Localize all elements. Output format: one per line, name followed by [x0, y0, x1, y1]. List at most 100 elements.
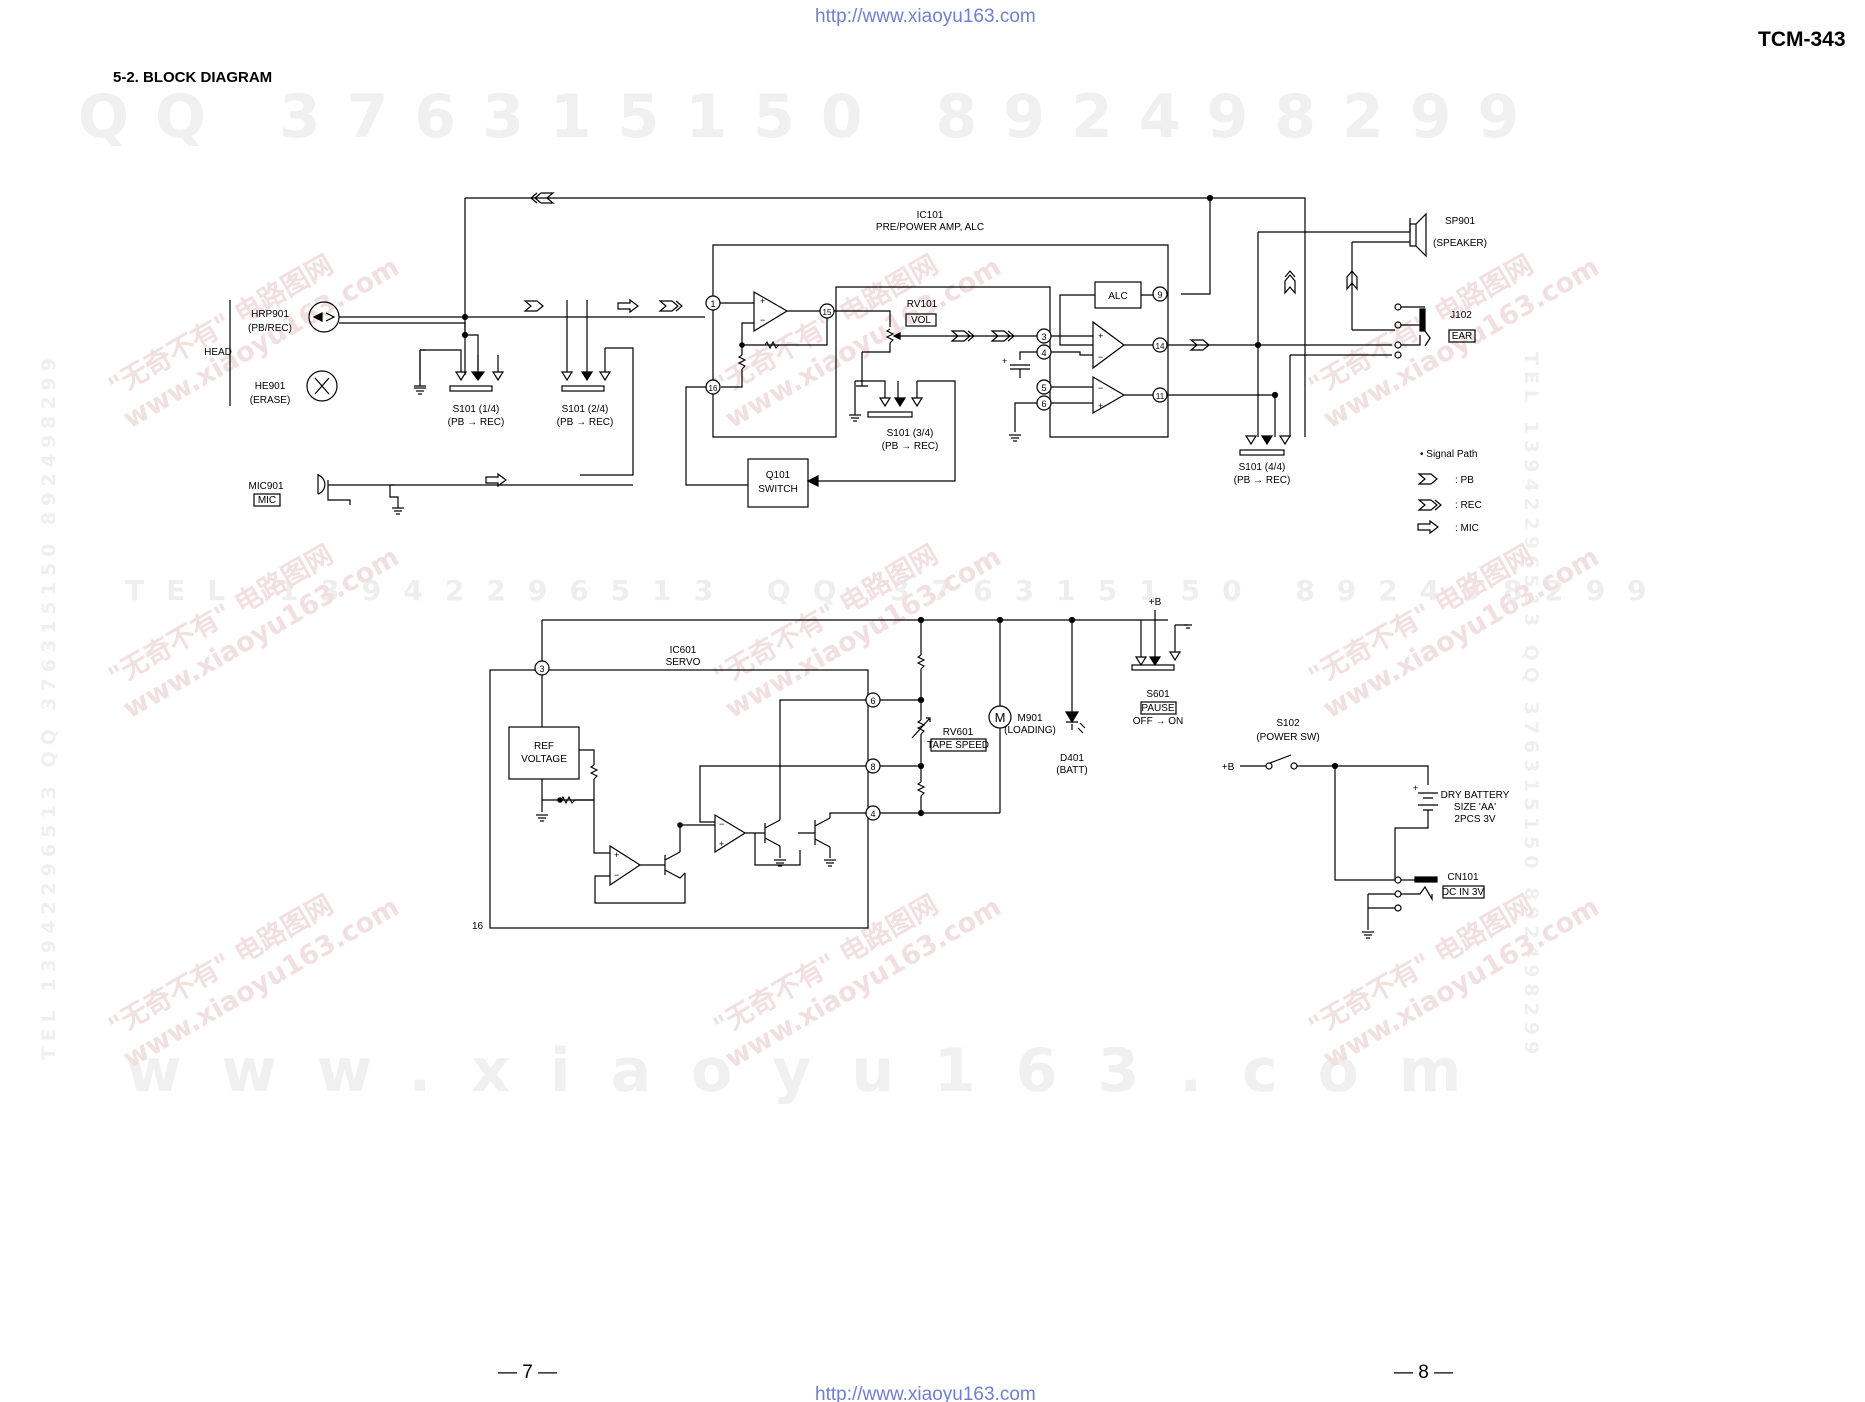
hrp901-label: HRP901	[251, 309, 289, 320]
s601-tag-box	[1140, 701, 1177, 715]
cn101-tag: DC IN 3V	[1442, 887, 1485, 898]
svg-text:−: −	[1098, 352, 1103, 362]
ref-voltage-block	[508, 726, 580, 780]
ref-voltage-line2: VOLTAGE	[521, 754, 567, 765]
battery-line1: DRY BATTERY	[1441, 790, 1510, 801]
d401-desc: (BATT)	[1056, 765, 1087, 776]
svg-text:15: 15	[823, 308, 832, 317]
svg-text:−: −	[760, 315, 765, 325]
servo-opamp-a	[609, 844, 642, 887]
cn101-jack-symbol	[1367, 876, 1438, 930]
legend-rec: : REC	[1455, 500, 1482, 511]
s101-3-desc: (PB → REC)	[882, 441, 939, 452]
svg-text:6: 6	[1041, 399, 1046, 409]
speaker-wiring	[1351, 218, 1411, 330]
rv101-label: RV101	[907, 299, 938, 310]
head-return	[339, 322, 479, 370]
alc-line	[1059, 294, 1095, 338]
s601-switch	[1131, 624, 1192, 671]
watermark-tel: TEL 13942296513 QQ 376315150 892498299	[125, 574, 1669, 607]
s102-switch	[1265, 762, 1273, 770]
q101-desc: SWITCH	[758, 484, 797, 495]
battery-line2: SIZE 'AA'	[1454, 802, 1496, 813]
ic601-block	[489, 669, 869, 929]
svg-text:+: +	[719, 839, 724, 849]
ic101-desc: PRE/POWER AMP, ALC	[876, 222, 984, 233]
s601-desc: OFF → ON	[1133, 716, 1184, 727]
svg-text:3: 3	[1041, 332, 1046, 342]
j102-jack-symbol	[1352, 303, 1431, 359]
watermark-site: www.xiaoyu163.com	[126, 1036, 1502, 1106]
s102-label: S102	[1276, 718, 1300, 729]
s101-2-switch	[560, 300, 634, 476]
he901-label: HE901	[255, 381, 286, 392]
cn101-label: CN101	[1447, 872, 1479, 883]
mic-line	[327, 480, 633, 486]
sp901-desc: (SPEAKER)	[1433, 238, 1487, 249]
svg-text:11: 11	[1156, 392, 1165, 401]
top-url-link[interactable]: http://www.xiaoyu163.com	[815, 6, 1036, 27]
svg-text:14: 14	[1156, 342, 1165, 351]
head-label: HEAD	[204, 347, 232, 358]
svg-text:−: −	[1098, 383, 1103, 393]
mic901-tag-box	[253, 493, 281, 507]
opamp-1	[753, 290, 789, 333]
battery-line3: 2PCS 3V	[1454, 814, 1495, 825]
legend-mic-arrow	[1417, 520, 1439, 534]
bottom-url-link[interactable]: http://www.xiaoyu163.com	[815, 1384, 1036, 1402]
svg-text:1: 1	[710, 299, 715, 309]
cn101-tag-box	[1442, 885, 1485, 899]
legend-mic: : MIC	[1455, 523, 1479, 534]
feedback-bus	[465, 197, 1306, 437]
sp901-speaker-symbol	[1409, 223, 1417, 247]
s101-4-label: S101 (4/4)	[1239, 462, 1286, 473]
s101-1-label: S101 (1/4)	[453, 404, 500, 415]
ic101-label: IC101	[917, 210, 944, 221]
watermark-qq: QQ 376315150 892498299	[78, 82, 1546, 152]
s101-2-desc: (PB → REC)	[557, 417, 614, 428]
pin9-line	[1181, 198, 1211, 295]
power-amp-2	[1092, 375, 1126, 415]
rv601-variable-resistor	[917, 719, 925, 735]
m901-motor-symbol	[988, 705, 1012, 729]
s101-1-desc: (PB → REC)	[448, 417, 505, 428]
svg-text:6: 6	[870, 696, 875, 706]
svg-text:+: +	[760, 296, 765, 306]
svg-text:16: 16	[709, 384, 718, 393]
legend-title: • Signal Path	[1420, 449, 1477, 460]
hrp901-desc: (PB/REC)	[248, 323, 292, 334]
he901-desc: (ERASE)	[250, 395, 291, 406]
svg-text:+: +	[614, 850, 619, 860]
d401-led-symbol	[1064, 711, 1080, 724]
watermark-vertical-right: TEL 13942296513 QQ 376315150 892498299	[1520, 352, 1542, 1061]
svg-text:+: +	[1098, 401, 1103, 411]
svg-text:+: +	[1002, 356, 1007, 366]
rv601-tag-box	[930, 738, 987, 752]
j102-tag: EAR	[1452, 331, 1473, 342]
mic901-symbol	[317, 474, 326, 495]
s102-plus-b: +B	[1222, 762, 1235, 773]
legend-rec-arrow	[1418, 499, 1442, 511]
dry-battery-symbol: +	[1394, 783, 1438, 880]
s601-tag: PAUSE	[1141, 703, 1174, 714]
svg-text:5: 5	[1041, 383, 1046, 393]
rv601-label: RV601	[943, 727, 974, 738]
mic901-tag: MIC	[258, 495, 276, 506]
s101-4-desc: (PB → REC)	[1234, 475, 1291, 486]
page-number-left: — 7 —	[498, 1362, 558, 1383]
he901-erase-symbol	[306, 370, 338, 402]
rec-arrow-up	[1284, 270, 1296, 294]
svg-text:4: 4	[1041, 348, 1046, 358]
j102-label: J102	[1450, 310, 1472, 321]
j102-tag-box	[1448, 329, 1476, 343]
s601-label: S601	[1146, 689, 1170, 700]
s101-3-switch	[808, 380, 956, 482]
q101-block	[747, 458, 809, 508]
svg-text:−: −	[614, 870, 619, 880]
legend-pb: : PB	[1455, 475, 1474, 486]
legend-pb-arrow	[1418, 473, 1438, 485]
svg-text:8: 8	[870, 762, 875, 772]
q101-label: Q101	[766, 470, 791, 481]
